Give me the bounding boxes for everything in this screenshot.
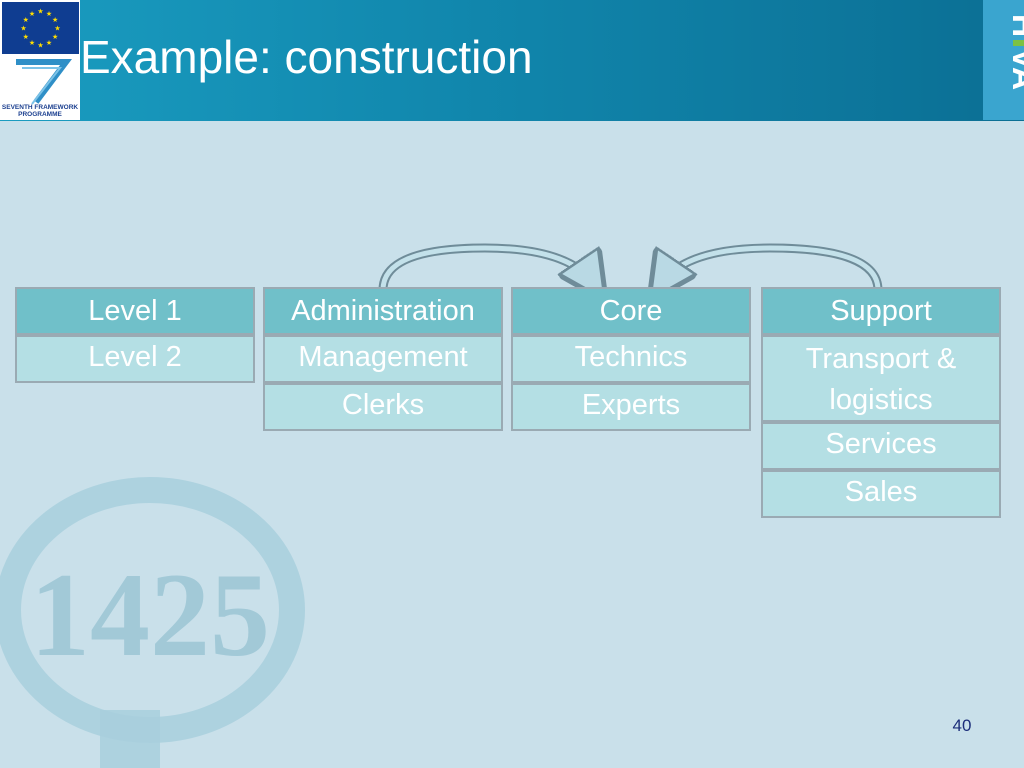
svg-text:VA: VA — [1006, 48, 1024, 90]
eu-star-icon: ★ — [54, 25, 60, 33]
slide-header: ★★★★★★★★★★★★ SEVENTH FRAMEWORK PROGRAMME… — [0, 0, 1024, 121]
eu-star-icon: ★ — [29, 39, 35, 47]
legend-level-2: Level 2 — [15, 335, 255, 383]
slide-title: Example: construction — [80, 31, 533, 83]
eu-star-icon: ★ — [46, 10, 52, 18]
eu-star-icon: ★ — [29, 10, 35, 18]
administration-header: Administration — [263, 287, 503, 335]
fp7-logo-text: SEVENTH FRAMEWORK — [2, 104, 78, 111]
support-header: Support — [761, 287, 1001, 335]
svg-text:H: H — [1006, 14, 1024, 37]
arrow-admin-to-core — [378, 243, 600, 295]
core-header: Core — [511, 287, 751, 335]
eu-star-icon: ★ — [23, 16, 29, 24]
eu-stars-icon: ★★★★★★★★★★★★ — [20, 8, 60, 50]
experts-cell: Experts — [511, 383, 751, 431]
column-administration: Administration Management Clerks — [263, 287, 503, 431]
eu-star-icon: ★ — [20, 25, 26, 33]
svg-text:1425: 1425 — [30, 548, 270, 681]
eu-star-icon: ★ — [37, 42, 43, 50]
fp7-logo-block: ★★★★★★★★★★★★ SEVENTH FRAMEWORK PROGRAMME — [0, 0, 80, 120]
eu-star-icon: ★ — [46, 39, 52, 47]
legend-column: Level 1 Level 2 — [15, 287, 255, 383]
management-cell: Management — [263, 335, 503, 383]
page-number: 40 — [952, 716, 972, 735]
transport-logistics-cell: Transport & logistics — [761, 335, 1001, 422]
svg-text:PROGRAMME: PROGRAMME — [18, 111, 62, 118]
column-support: Support Transport & logistics Services S… — [761, 287, 1001, 518]
sales-cell: Sales — [761, 470, 1001, 518]
hiva-logo: H VA — [983, 0, 1024, 120]
clerks-cell: Clerks — [263, 383, 503, 431]
eu-star-icon: ★ — [37, 8, 43, 16]
eu-star-icon: ★ — [52, 33, 58, 41]
eu-star-icon: ★ — [52, 16, 58, 24]
technics-cell: Technics — [511, 335, 751, 383]
key-watermark: 1425 — [0, 477, 305, 768]
legend-level-1: Level 1 — [15, 287, 255, 335]
eu-flag-icon: ★★★★★★★★★★★★ — [2, 2, 79, 54]
eu-star-icon: ★ — [23, 33, 29, 41]
services-cell: Services — [761, 422, 1001, 470]
arrow-support-to-core — [655, 243, 883, 295]
seventh-framework-programme-logo: SEVENTH FRAMEWORK PROGRAMME — [2, 56, 79, 118]
column-core: Core Technics Experts — [511, 287, 751, 431]
